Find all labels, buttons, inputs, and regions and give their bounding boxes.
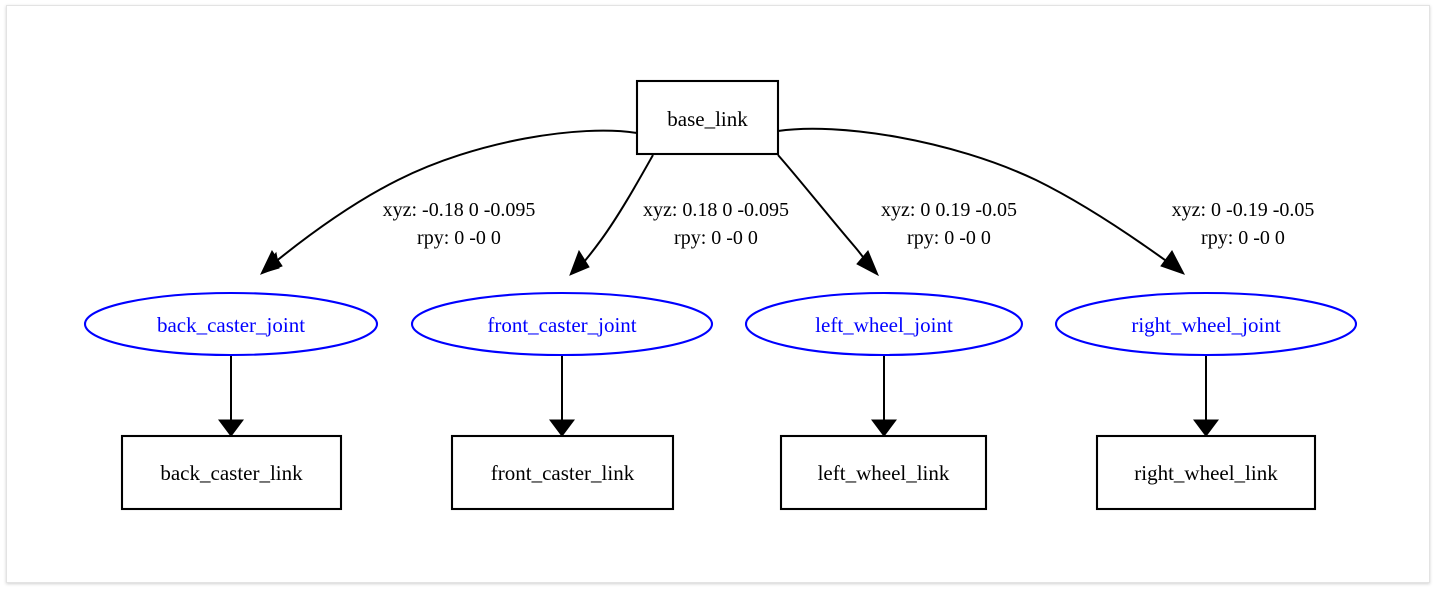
node-back_caster_link[interactable]: back_caster_link — [120, 434, 343, 511]
node-left_wheel_joint[interactable]: left_wheel_joint — [744, 291, 1024, 357]
node-right_wheel_joint[interactable]: right_wheel_joint — [1054, 291, 1358, 357]
arrowhead-icon — [549, 419, 575, 437]
edge-label-xyz: xyz: -0.18 0 -0.095 — [383, 199, 536, 221]
node-front_caster_joint-label: front_caster_joint — [487, 313, 636, 337]
node-back_caster_joint[interactable]: back_caster_joint — [83, 291, 379, 357]
node-left_wheel_joint-label: left_wheel_joint — [815, 313, 953, 337]
edge-front_caster_joint-to-front_caster_link — [549, 355, 575, 437]
edge-label-xyz: xyz: 0 -0.19 -0.05 — [1172, 199, 1315, 221]
edge-label-rpy: rpy: 0 -0 0 — [674, 227, 758, 249]
node-back_caster_link-label: back_caster_link — [160, 461, 303, 485]
edge-base_link-to-back_caster_joint — [260, 129, 638, 275]
node-front_caster_joint-ellipse[interactable] — [410, 291, 714, 357]
arrowhead-icon — [218, 419, 244, 437]
arrowhead-icon — [569, 249, 590, 276]
edge-back_caster_joint-to-back_caster_link — [218, 355, 244, 437]
node-front_caster_joint[interactable]: front_caster_joint — [410, 291, 714, 357]
edge-label-left_wheel_joint: xyz: 0 0.19 -0.05 rpy: 0 -0 0 — [881, 199, 1017, 249]
edge-label-right_wheel_joint: xyz: 0 -0.19 -0.05 rpy: 0 -0 0 — [1172, 199, 1315, 249]
node-right_wheel_joint-label: right_wheel_joint — [1131, 313, 1280, 337]
node-base_link-box[interactable] — [635, 79, 780, 156]
edge-label-rpy: rpy: 0 -0 0 — [907, 227, 991, 249]
edge-base_link-to-left_wheel_joint — [777, 154, 879, 277]
node-back_caster_joint-ellipse[interactable] — [83, 291, 379, 357]
node-base_link-label: base_link — [667, 107, 748, 131]
edge-label-xyz: xyz: 0.18 0 -0.095 — [643, 199, 789, 221]
edge-label-xyz: xyz: 0 0.19 -0.05 — [881, 199, 1017, 221]
edge-label-rpy: rpy: 0 -0 0 — [1201, 227, 1285, 249]
arrowhead-icon — [1160, 250, 1186, 275]
node-back_caster_link-box[interactable] — [120, 434, 343, 511]
edge-label-rpy: rpy: 0 -0 0 — [417, 227, 501, 249]
edge-left_wheel_joint-to-left_wheel_link — [871, 355, 897, 437]
arrowhead-icon — [871, 419, 897, 437]
node-left_wheel_link-label: left_wheel_link — [818, 461, 950, 485]
edge-label-back_caster_joint: xyz: -0.18 0 -0.095 rpy: 0 -0 0 — [383, 199, 536, 249]
edge-base_link-to-front_caster_joint — [569, 154, 654, 276]
arrowhead-icon — [856, 250, 879, 277]
edge-label-front_caster_joint: xyz: 0.18 0 -0.095 rpy: 0 -0 0 — [643, 199, 789, 249]
node-left_wheel_link-box[interactable] — [779, 434, 988, 511]
node-front_caster_link[interactable]: front_caster_link — [450, 434, 675, 511]
node-left_wheel_joint-ellipse[interactable] — [744, 291, 1024, 357]
node-front_caster_link-box[interactable] — [450, 434, 675, 511]
edge-base_link-to-right_wheel_joint — [777, 127, 1186, 275]
node-back_caster_joint-label: back_caster_joint — [157, 313, 305, 337]
node-left_wheel_link[interactable]: left_wheel_link — [779, 434, 988, 511]
node-right_wheel_joint-ellipse[interactable] — [1054, 291, 1358, 357]
node-right_wheel_link-box[interactable] — [1095, 434, 1317, 511]
arrowhead-icon — [1193, 419, 1219, 437]
node-front_caster_link-label: front_caster_link — [491, 461, 635, 485]
node-right_wheel_link[interactable]: right_wheel_link — [1095, 434, 1317, 511]
node-right_wheel_link-label: right_wheel_link — [1134, 461, 1278, 485]
arrowhead-icon — [260, 249, 283, 275]
edge-right_wheel_joint-to-right_wheel_link — [1193, 355, 1219, 437]
node-base_link[interactable]: base_link — [635, 79, 780, 156]
